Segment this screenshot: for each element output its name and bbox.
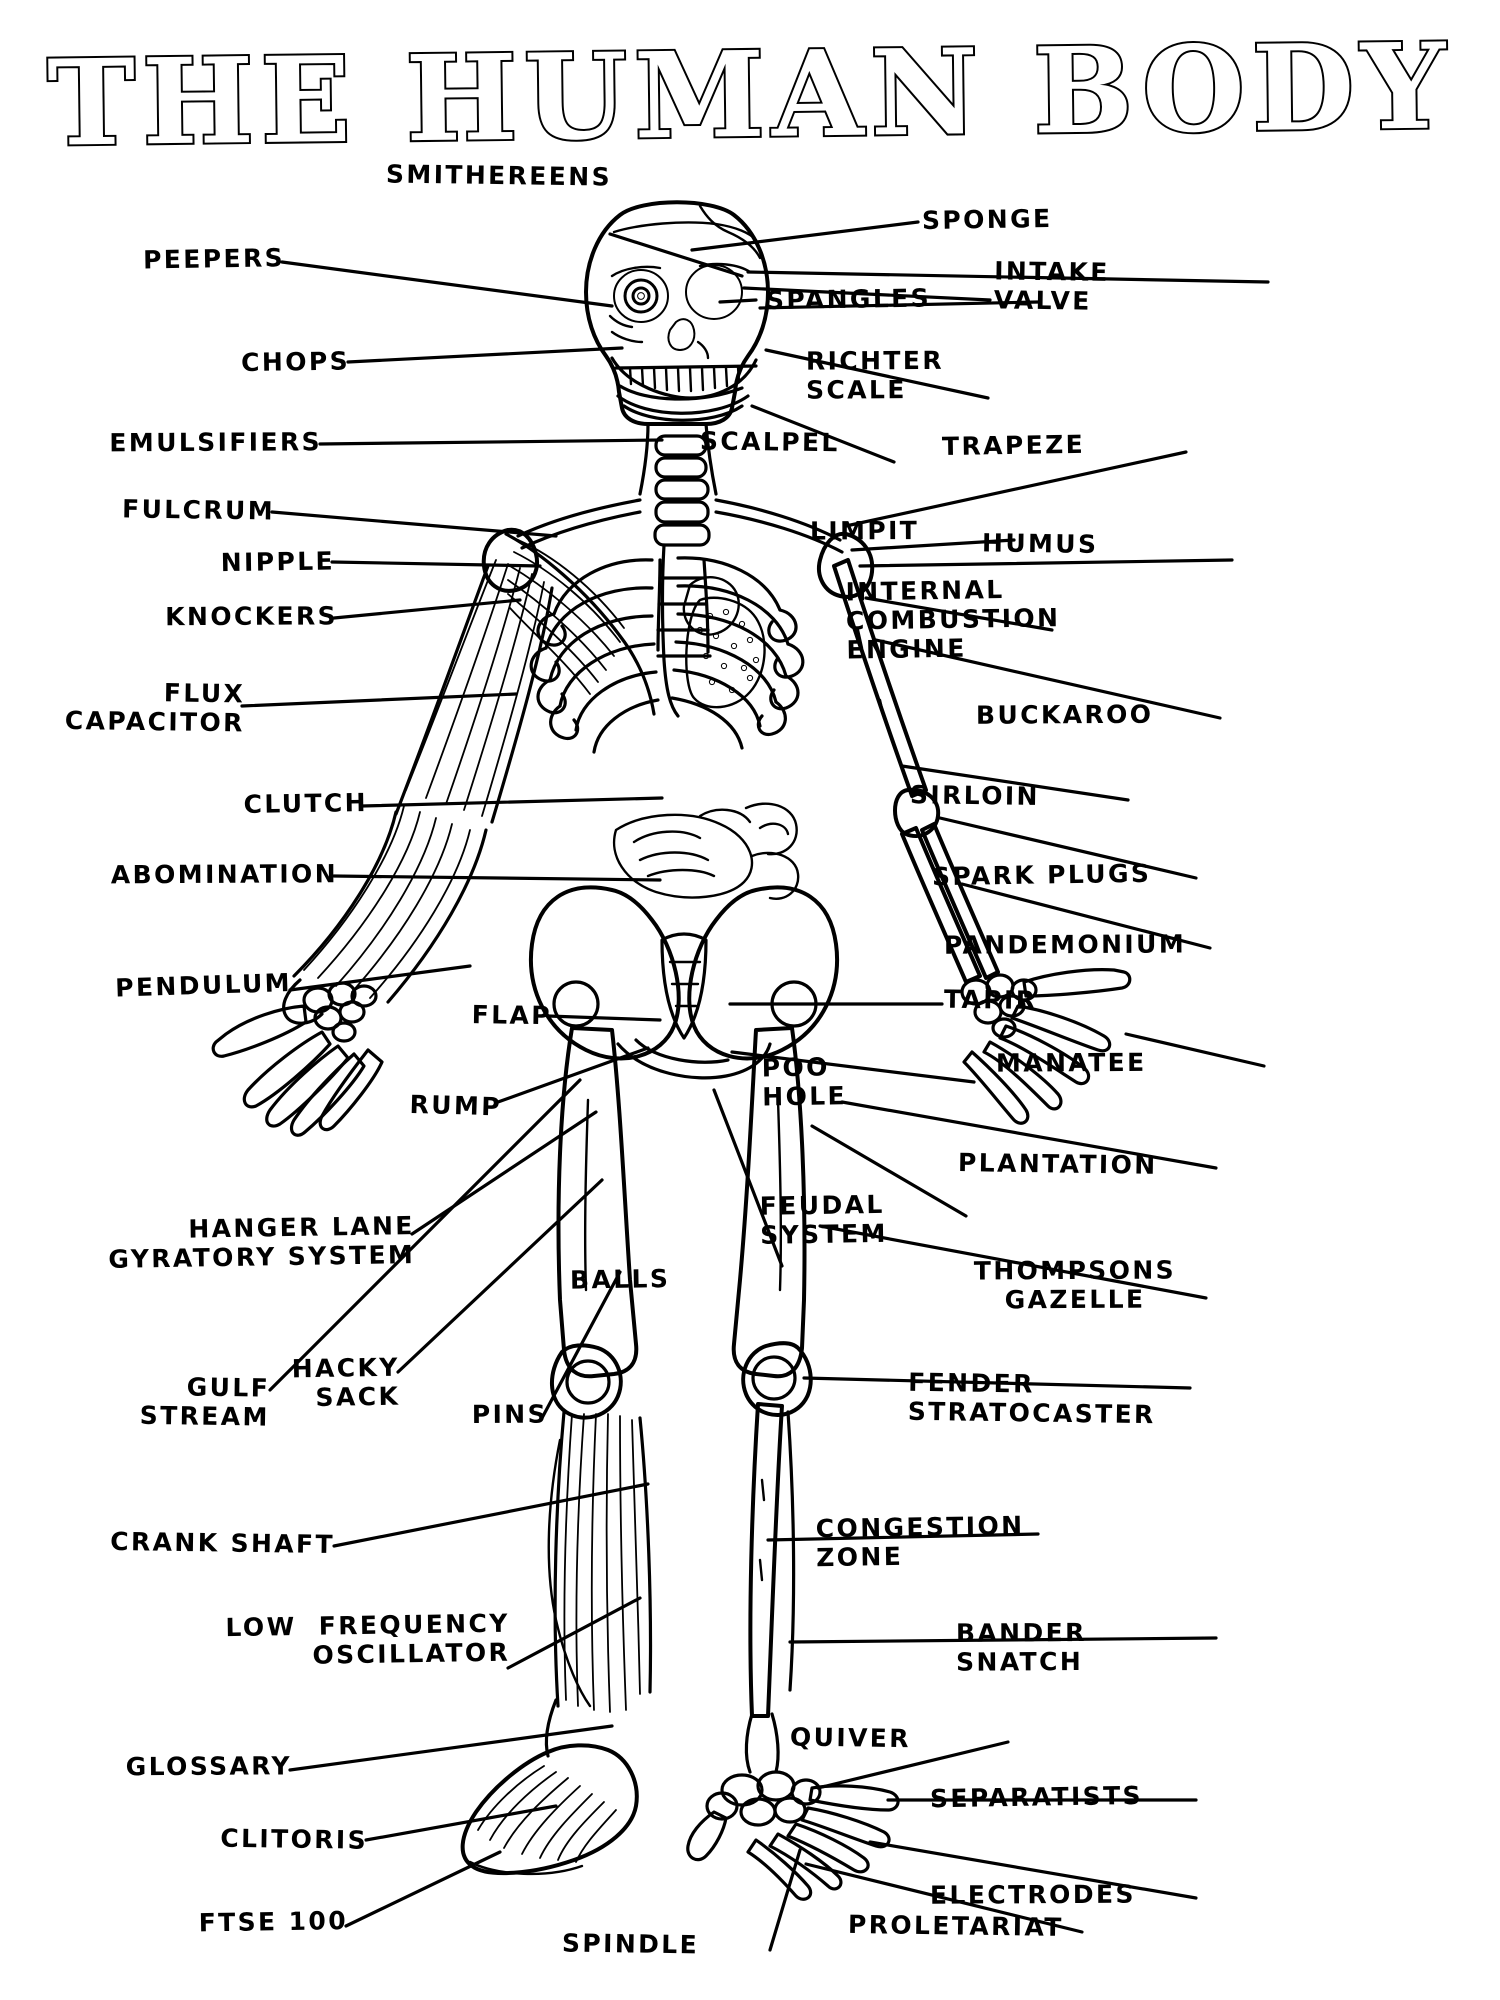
label-pandemonium: PANDEMONIUM bbox=[943, 929, 1187, 960]
right-leg bbox=[686, 1026, 900, 1901]
label-low-frequency-oscillator: LOW FREQUENCY OSCILLATOR bbox=[225, 1608, 511, 1670]
label-knockers: KNOCKERS bbox=[165, 601, 339, 632]
label-crank-shaft: CRANK SHAFT bbox=[110, 1526, 336, 1560]
ribcage bbox=[529, 543, 805, 754]
label-abomination: ABOMINATION bbox=[110, 859, 339, 890]
label-manatee: MANATEE bbox=[995, 1047, 1147, 1078]
label-fulcrum: FULCRUM bbox=[121, 494, 276, 526]
label-clutch: CLUTCH bbox=[243, 788, 369, 820]
label-congestion-zone: CONGESTION ZONE bbox=[815, 1510, 1025, 1573]
label-smithereens: SMITHEREENS bbox=[385, 159, 613, 192]
label-quiver: QUIVER bbox=[789, 1722, 912, 1754]
label-separatists: SEPARATISTS bbox=[929, 1780, 1144, 1814]
label-spark-plugs: SPARK PLUGS bbox=[931, 858, 1152, 892]
left-arm bbox=[211, 532, 656, 1137]
label-flap: FLAP bbox=[471, 1000, 553, 1031]
label-humus: HUMUS bbox=[981, 528, 1099, 559]
label-pins: PINS bbox=[471, 1399, 549, 1430]
label-electrodes: ELECTRODES bbox=[929, 1879, 1136, 1910]
label-clitoris: CLITORIS bbox=[220, 1823, 369, 1855]
label-poo-hole: POO HOLE bbox=[761, 1052, 848, 1112]
label-thompsons-gazelle: THOMPSONS GAZELLE bbox=[973, 1255, 1177, 1315]
label-hanger-lane: HANGER LANE GYRATORY SYSTEM bbox=[108, 1211, 416, 1274]
label-trapeze: TRAPEZE bbox=[941, 429, 1086, 462]
label-sponge: SPONGE bbox=[921, 203, 1053, 236]
left-leg bbox=[460, 1026, 653, 1876]
label-emulsifiers: EMULSIFIERS bbox=[109, 427, 323, 458]
label-nipple: NIPPLE bbox=[220, 546, 336, 578]
clavicle-shoulders bbox=[481, 498, 875, 599]
label-peepers: PEEPERS bbox=[142, 243, 286, 275]
label-feudal-system: FEUDAL SYSTEM bbox=[759, 1189, 888, 1250]
label-chops: CHOPS bbox=[240, 346, 351, 378]
label-richter-scale: RICHTER SCALE bbox=[805, 345, 945, 405]
label-sirloin: SIRLOIN bbox=[909, 780, 1041, 811]
label-tapir: TAPIR bbox=[943, 984, 1038, 1015]
label-buckaroo: BUCKAROO bbox=[975, 699, 1154, 730]
label-proletariat: PROLETARIAT bbox=[847, 1909, 1064, 1942]
label-intake-valve: INTAKE VALVE bbox=[993, 256, 1110, 316]
label-internal-combustion-engine: INTERNAL COMBUSTION ENGINE bbox=[845, 575, 1061, 665]
label-plantation: PLANTATION bbox=[957, 1148, 1158, 1180]
label-fender-stratocaster: FENDER STRATOCASTER bbox=[907, 1367, 1156, 1430]
label-rump: RUMP bbox=[409, 1089, 503, 1122]
label-glossary: GLOSSARY bbox=[125, 1751, 293, 1782]
label-flux-capacitor: FLUX CAPACITOR bbox=[64, 678, 246, 738]
skull bbox=[584, 200, 770, 426]
label-bander-snatch: BANDER SNATCH bbox=[955, 1617, 1087, 1677]
label-balls: BALLS bbox=[569, 1263, 671, 1295]
label-scalpel: SCALPEL bbox=[699, 426, 840, 458]
label-spangles: SPANGLES bbox=[765, 283, 932, 316]
right-arm bbox=[832, 558, 1132, 1125]
label-ftse-100: FTSE 100 bbox=[198, 1906, 349, 1938]
label-spindle: SPINDLE bbox=[561, 1928, 700, 1960]
spine bbox=[638, 422, 718, 658]
label-hacky-sack: HACKY SACK bbox=[291, 1352, 401, 1412]
